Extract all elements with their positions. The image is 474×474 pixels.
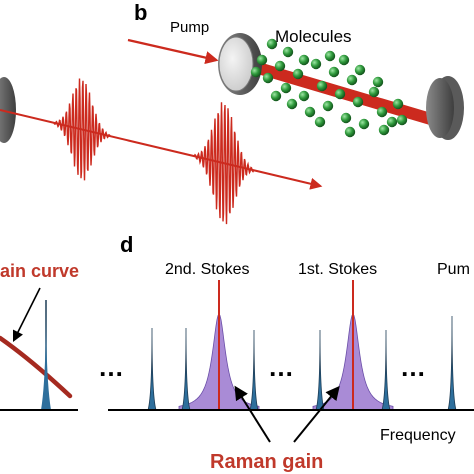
- molecule: [270, 90, 282, 102]
- molecule: [338, 54, 350, 66]
- molecule: [322, 100, 334, 112]
- molecule: [372, 76, 384, 88]
- ellipsis-right: …: [400, 352, 426, 382]
- pump-label: Pump: [170, 19, 209, 36]
- molecule: [274, 60, 286, 72]
- molecule: [328, 66, 340, 78]
- comb-mode-line: [249, 329, 259, 411]
- stokes1-label: 1st. Stokes: [298, 261, 377, 278]
- comb-mode-line: [447, 315, 457, 411]
- pump-beam-arrow: [127, 38, 219, 65]
- molecule: [316, 80, 328, 92]
- molecule: [368, 86, 380, 98]
- molecule: [324, 50, 336, 62]
- gain-curve-label: ain curve: [0, 261, 79, 281]
- panel-a-fragment: [0, 77, 323, 225]
- comb-mode-line: [147, 327, 157, 411]
- raman-gain-arrow-left: [234, 385, 271, 443]
- molecule: [304, 106, 316, 118]
- comb-mode-line: [381, 329, 391, 411]
- raman-gain-label: Raman gain: [210, 451, 323, 473]
- molecule: [354, 64, 366, 76]
- cavity-mirror-left: [218, 33, 262, 95]
- molecule: [352, 96, 364, 108]
- gain-curve: [0, 335, 73, 399]
- panel-c-comb-peak: [41, 300, 51, 410]
- molecule: [310, 58, 322, 70]
- laser-pulse-2: [193, 102, 255, 225]
- panel-d-letter: d: [120, 232, 133, 257]
- comb-mode-line: [181, 327, 191, 411]
- molecule: [386, 116, 398, 128]
- molecules-label: Molecules: [275, 27, 352, 46]
- stokes2-label: 2nd. Stokes: [165, 261, 250, 278]
- panel-d: d 2nd. Stokes 1st. Stokes Pum … … … Freq…: [98, 232, 474, 473]
- molecule: [282, 46, 294, 58]
- molecule: [298, 90, 310, 102]
- gain-curve-pointer: [12, 287, 41, 343]
- comb-mode-line: [315, 329, 325, 411]
- ellipsis-middle: …: [268, 352, 294, 382]
- molecule: [266, 38, 278, 50]
- molecule: [292, 68, 304, 80]
- frequency-comb: [147, 315, 457, 411]
- molecule: [286, 98, 298, 110]
- panel-b: b Pump Molecules: [127, 0, 464, 140]
- molecule: [298, 54, 310, 66]
- cavity-mirror-right: [426, 76, 464, 140]
- laser-pulse-1: [53, 78, 111, 181]
- molecule: [314, 116, 326, 128]
- molecule: [280, 82, 292, 94]
- pulse-propagation-axis: [0, 109, 323, 190]
- molecule: [358, 118, 370, 130]
- frequency-label: Frequency: [380, 427, 456, 444]
- molecule: [344, 126, 356, 138]
- molecule: [262, 72, 274, 84]
- molecule: [376, 106, 388, 118]
- ellipsis-left: …: [98, 352, 124, 382]
- molecule: [340, 112, 352, 124]
- left-mirror-edge: [0, 77, 16, 143]
- panel-c-fragment: ain curve: [0, 261, 79, 411]
- pump-mode-label: Pum: [437, 261, 470, 278]
- molecule: [392, 98, 404, 110]
- raman-gain-arrow-right: [293, 385, 340, 443]
- molecule: [256, 54, 268, 66]
- panel-b-letter: b: [134, 0, 147, 25]
- molecule: [334, 88, 346, 100]
- molecule: [250, 66, 262, 78]
- molecule: [378, 124, 390, 136]
- molecule: [346, 74, 358, 86]
- molecule: [396, 114, 408, 126]
- molecule-cloud: [250, 38, 408, 138]
